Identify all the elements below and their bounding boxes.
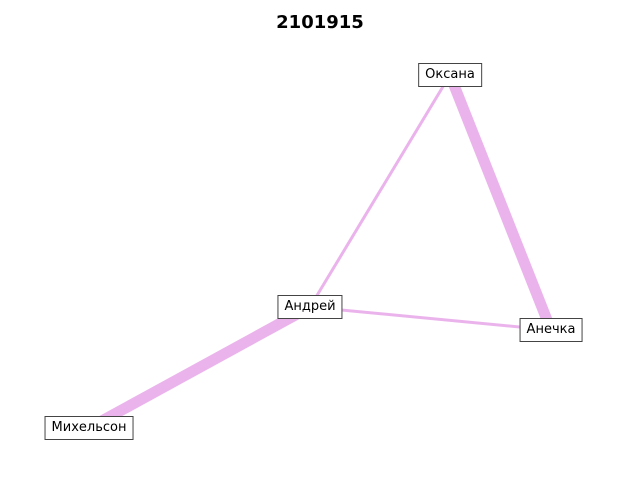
node-oksana[interactable]: Оксана [418, 63, 482, 87]
node-andrey[interactable]: Андрей [277, 295, 343, 319]
edge-andrey-anechka [309, 305, 552, 332]
node-anechka[interactable]: Анечка [519, 318, 583, 342]
edge-oksana-anechka [444, 72, 557, 333]
diagram-title: 2101915 [276, 12, 364, 33]
node-mikhelson[interactable]: Михельсон [44, 416, 134, 440]
edge-andrey-mikhelson [86, 302, 313, 433]
edge-oksana-andrey [308, 74, 452, 308]
